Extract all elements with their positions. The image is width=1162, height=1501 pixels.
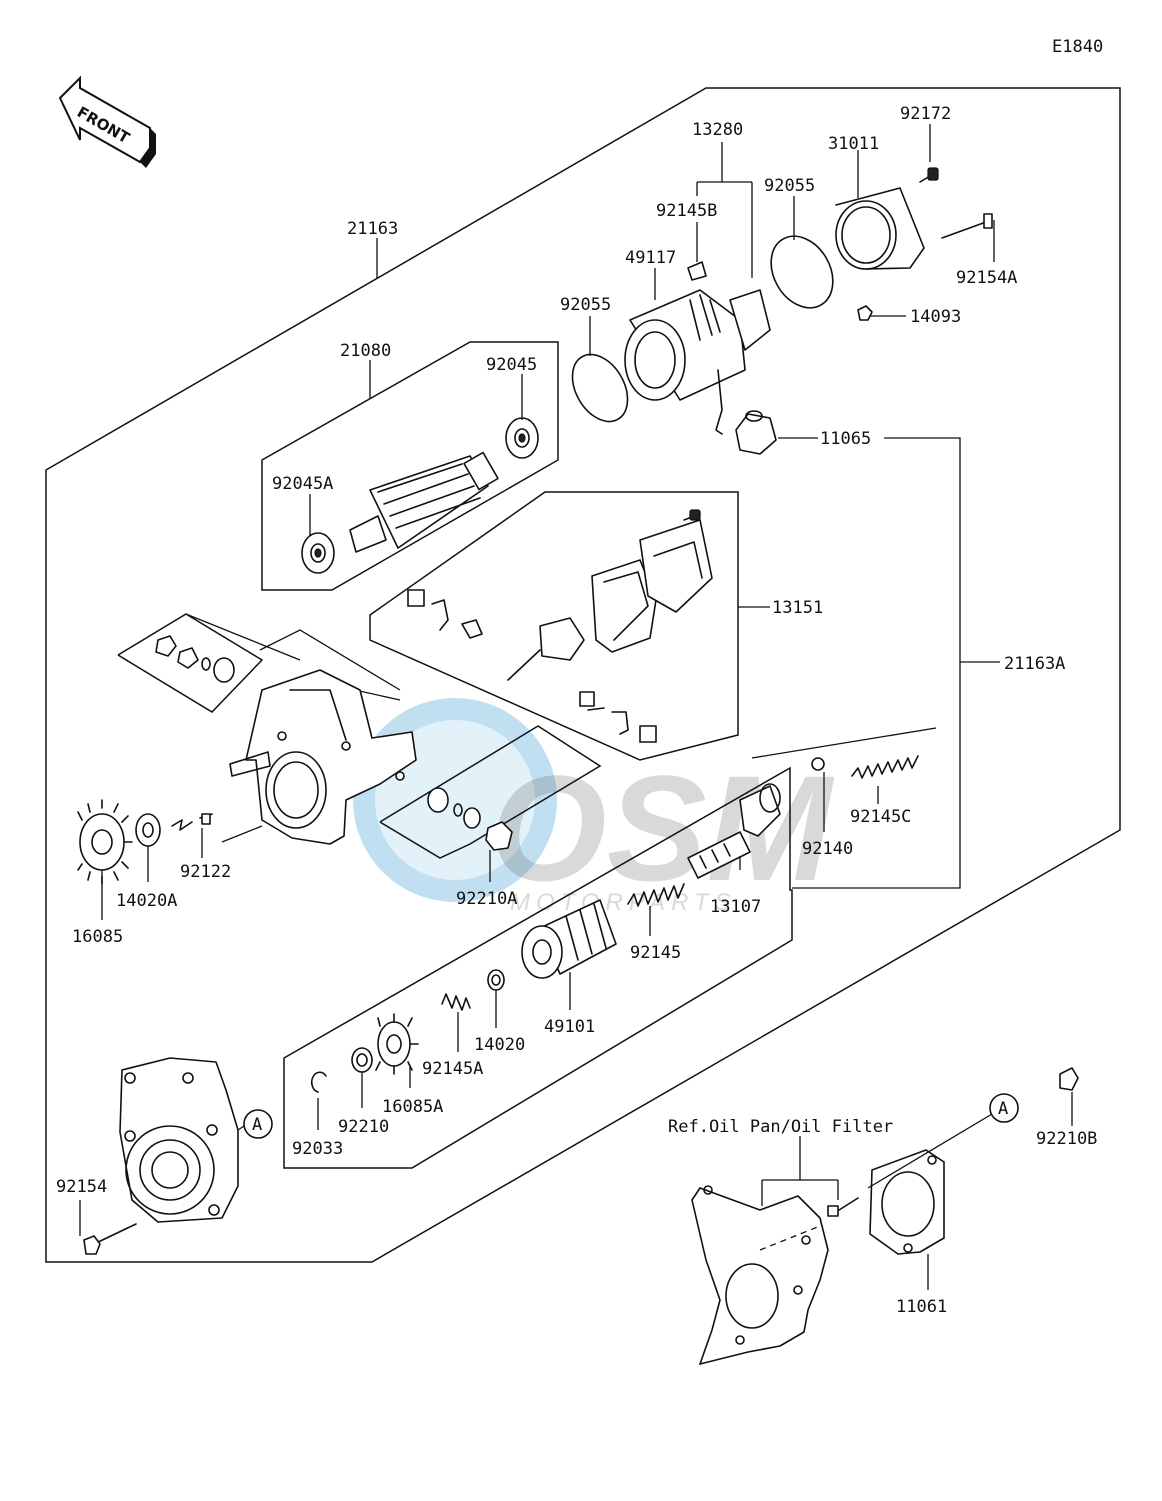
label-92045A: 92045A (272, 474, 333, 494)
label-16085: 16085 (72, 927, 123, 947)
label-11061: 11061 (896, 1297, 947, 1317)
terminal-11065-part (735, 410, 777, 455)
circlip-92033-part (310, 1071, 327, 1093)
o-ring-92055-top-part (770, 235, 834, 309)
part-labels: 21163 21080 13280 92145B 92172 31011 920… (56, 104, 1097, 1317)
label-92045: 92045 (486, 355, 537, 375)
bolt-92172-part (919, 167, 939, 183)
gasket-11061-part (869, 1149, 945, 1255)
label-13280: 13280 (692, 120, 743, 140)
bolt-92154A-part (941, 213, 993, 239)
group-box-seal (379, 725, 602, 859)
brush-plate-13151-part (407, 509, 713, 743)
label-14020: 14020 (474, 1035, 525, 1055)
spring-92145A-part (441, 993, 471, 1011)
clutch-49101-part (521, 899, 617, 979)
label-14020A: 14020A (116, 891, 177, 911)
washer-14020-part (487, 969, 505, 991)
label-92145A: 92145A (422, 1059, 483, 1079)
assembly-outline-21163 (45, 87, 1121, 1263)
label-92122: 92122 (180, 862, 231, 882)
label-49117: 49117 (625, 248, 676, 268)
label-92210: 92210 (338, 1117, 389, 1137)
ball-92140-part (811, 757, 825, 771)
end-cover-31011-part (835, 187, 925, 270)
group-box-21163A (283, 766, 793, 1169)
label-92154: 92154 (56, 1177, 107, 1197)
label-92055-left: 92055 (560, 295, 611, 315)
watermark-logo: OSM (490, 744, 835, 912)
gear-16085A-part (375, 1013, 419, 1075)
diagram-code: E1840 (1052, 37, 1103, 57)
leader-lines (79, 124, 1073, 1290)
label-92140: 92140 (802, 839, 853, 859)
washer-14020A-part (135, 813, 161, 847)
callout-a-right: A (998, 1099, 1008, 1119)
spring-92145C-part (851, 755, 919, 779)
shaft-13107-part (687, 783, 781, 879)
bearing-92045A-part (301, 532, 335, 574)
spring-92145-part (627, 883, 685, 907)
label-92145C: 92145C (850, 807, 911, 827)
armature-part (349, 451, 499, 553)
label-92210B: 92210B (1036, 1129, 1097, 1149)
label-92145: 92145 (630, 943, 681, 963)
front-arrow-icon: FRONT (58, 75, 156, 168)
nut-92210A-part (485, 821, 513, 851)
ref-oil-pan-text: Ref.Oil Pan/Oil Filter (668, 1117, 893, 1137)
label-92154A: 92154A (956, 268, 1017, 288)
bearing-92045-part (505, 417, 539, 459)
housing-part (229, 669, 417, 845)
group-box-21080 (261, 341, 559, 591)
yoke-49117-part (624, 289, 771, 435)
label-92210A: 92210A (456, 889, 517, 909)
label-92145B: 92145B (656, 201, 717, 221)
group-box-13151 (369, 491, 739, 761)
label-13107: 13107 (710, 897, 761, 917)
label-92055-top: 92055 (764, 176, 815, 196)
label-31011: 31011 (828, 134, 879, 154)
label-92172: 92172 (900, 104, 951, 124)
bolt-92154-part (83, 1223, 137, 1255)
stud-part (827, 1197, 859, 1217)
watermark-tagline: MOTORPARTS (510, 889, 737, 916)
callout-a-left: A (252, 1115, 262, 1135)
pin-92122-part (171, 813, 213, 831)
label-14093: 14093 (910, 307, 961, 327)
label-21163: 21163 (347, 219, 398, 239)
label-21080: 21080 (340, 341, 391, 361)
nut-14093-part (857, 305, 873, 321)
label-92033: 92033 (292, 1139, 343, 1159)
gear-16085-part (77, 799, 133, 885)
o-ring-92055-left-part (571, 353, 629, 423)
group-box-nuts (117, 613, 264, 713)
label-49101: 49101 (544, 1017, 595, 1037)
bearing-92210-part (351, 1047, 373, 1073)
oil-pan-ref-part (691, 1185, 829, 1365)
nuts-left-part (155, 635, 235, 683)
label-13151: 13151 (772, 598, 823, 618)
callout-a-left-icon (243, 1109, 273, 1139)
brush-holder-92145B-part (687, 261, 707, 281)
front-cover-part (119, 1057, 239, 1223)
nut-92210B-part (1059, 1067, 1079, 1091)
seal-group-part (395, 771, 481, 829)
label-16085A: 16085A (382, 1097, 443, 1117)
label-11065: 11065 (820, 429, 871, 449)
callout-a-right-icon (989, 1093, 1019, 1123)
label-21163A: 21163A (1004, 654, 1065, 674)
